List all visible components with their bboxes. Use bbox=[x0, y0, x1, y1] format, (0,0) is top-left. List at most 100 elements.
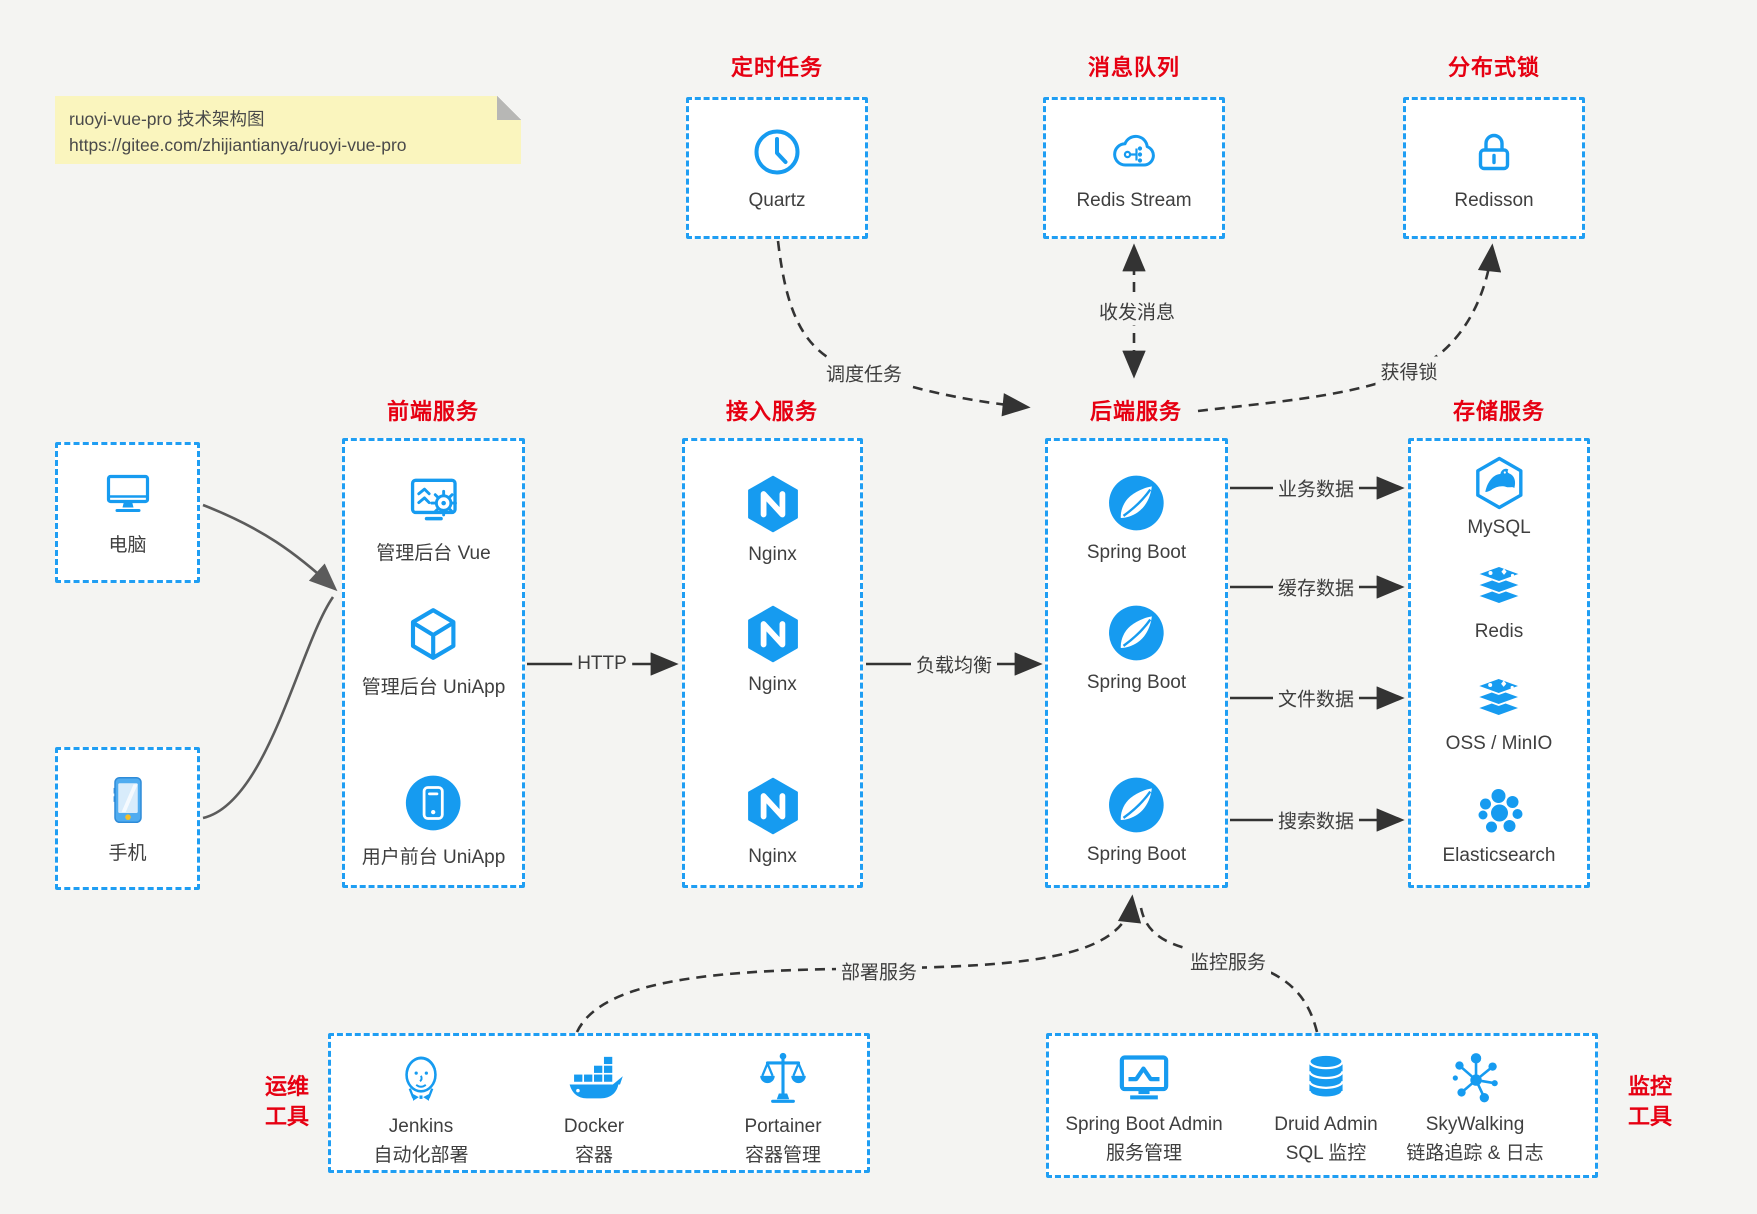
node-admin-vue-label: 管理后台 Vue bbox=[376, 543, 491, 564]
node-mysql-label: MySQL bbox=[1467, 517, 1531, 538]
edge-label-send-receive-message: 收发消息 bbox=[1093, 296, 1181, 326]
ops-tools-side-label: 运维工具 bbox=[264, 1074, 309, 1129]
node-spring-boot-2: Spring Boot bbox=[1087, 603, 1186, 694]
node-skywalking-name: SkyWalking bbox=[1425, 1114, 1525, 1135]
node-mysql: MySQL bbox=[1467, 455, 1531, 539]
node-nginx-2-label: Nginx bbox=[748, 674, 797, 695]
elasticsearch-icon bbox=[1478, 789, 1522, 833]
node-portainer: Portainer 容器管理 bbox=[688, 1048, 878, 1168]
frontend-services-box: 管理后台 Vue 管理后台 UniApp 用户前台 UniApp bbox=[342, 438, 525, 888]
portainer-icon bbox=[760, 1052, 806, 1103]
note-fold-corner bbox=[497, 96, 521, 120]
nginx-icon bbox=[742, 473, 804, 535]
node-jenkins: Jenkins 自动化部署 bbox=[326, 1048, 516, 1168]
redisson-box: Redisson bbox=[1403, 97, 1585, 239]
nginx-icon bbox=[742, 603, 804, 665]
node-docker-name: Docker bbox=[563, 1116, 625, 1137]
node-skywalking: SkyWalking 链路追踪 & 日志 bbox=[1380, 1048, 1570, 1166]
node-elasticsearch: Elasticsearch bbox=[1443, 783, 1556, 867]
node-redis: Redis bbox=[1471, 559, 1527, 643]
pc-client-label: 电脑 bbox=[108, 535, 147, 556]
node-druid-admin-name: Druid Admin bbox=[1274, 1114, 1378, 1135]
group-title-message-queue: 消息队列 bbox=[1087, 55, 1181, 80]
storage-services-box: MySQL Redis OSS / MinIO Elasticsearch bbox=[1408, 438, 1590, 888]
edge-label-load-balance: 负载均衡 bbox=[910, 649, 998, 679]
clock-icon bbox=[754, 129, 800, 175]
node-oss-minio: OSS / MinIO bbox=[1445, 671, 1553, 755]
node-spring-boot-admin-name: Spring Boot Admin bbox=[1065, 1114, 1223, 1135]
node-docker-desc: 容器 bbox=[574, 1145, 613, 1167]
node-spring-boot-admin-desc: 服务管理 bbox=[1105, 1143, 1182, 1165]
node-jenkins-name: Jenkins bbox=[388, 1116, 454, 1137]
access-services-box: Nginx Nginx Nginx bbox=[682, 438, 863, 888]
pc-client-box: 电脑 bbox=[55, 442, 200, 583]
node-spring-boot-admin: Spring Boot Admin 服务管理 bbox=[1049, 1048, 1239, 1166]
ops-tools-box: Jenkins 自动化部署 Docker 容器 bbox=[328, 1033, 870, 1173]
node-spring-boot-1: Spring Boot bbox=[1087, 473, 1186, 564]
node-admin-uniapp-label: 管理后台 UniApp bbox=[361, 677, 506, 698]
uniapp-cube-icon bbox=[411, 608, 456, 660]
node-nginx-1: Nginx bbox=[742, 473, 804, 566]
mobile-client-box: 手机 bbox=[55, 747, 200, 890]
node-nginx-2: Nginx bbox=[742, 603, 804, 696]
redisson-label: Redisson bbox=[1454, 190, 1534, 211]
edge-label-file-data: 文件数据 bbox=[1272, 683, 1360, 713]
sticky-note: ruoyi-vue-pro 技术架构图 https://gitee.com/zh… bbox=[55, 96, 521, 164]
jenkins-icon bbox=[405, 1056, 437, 1101]
cloud-stream-icon bbox=[1113, 134, 1155, 167]
column-title-frontend: 前端服务 bbox=[386, 399, 480, 424]
node-spring-boot-3-label: Spring Boot bbox=[1086, 844, 1187, 865]
quartz-box: Quartz bbox=[686, 97, 868, 239]
node-oss-minio-label: OSS / MinIO bbox=[1445, 733, 1553, 754]
uniapp-user-icon bbox=[406, 775, 461, 831]
spring-boot-icon bbox=[1106, 775, 1166, 835]
edge-acquire-lock bbox=[1197, 243, 1502, 413]
node-elasticsearch-label: Elasticsearch bbox=[1442, 845, 1556, 866]
node-spring-boot-1-label: Spring Boot bbox=[1086, 542, 1187, 563]
edge-label-business-data: 业务数据 bbox=[1272, 473, 1360, 503]
edge-pc-to-frontend bbox=[202, 503, 338, 592]
node-druid-admin: Druid Admin SQL 监控 bbox=[1231, 1048, 1421, 1166]
backend-services-box: Spring Boot Spring Boot Spring Boot bbox=[1045, 438, 1228, 888]
smartphone-icon bbox=[113, 776, 142, 824]
node-nginx-1-label: Nginx bbox=[748, 544, 797, 565]
node-nginx-3-label: Nginx bbox=[748, 846, 797, 867]
monitoring-tools-side-label: 监控工具 bbox=[1627, 1074, 1672, 1129]
redis-icon bbox=[1471, 559, 1527, 615]
druid-icon bbox=[1308, 1053, 1344, 1099]
column-title-backend: 后端服务 bbox=[1089, 399, 1183, 424]
spring-boot-icon bbox=[1106, 603, 1166, 663]
note-line-title: ruoyi-vue-pro 技术架构图 bbox=[69, 109, 265, 129]
edge-mobile-to-frontend bbox=[202, 596, 335, 820]
edge-label-deploy-service: 部署服务 bbox=[835, 956, 923, 986]
monitoring-tools-box: Spring Boot Admin 服务管理 Druid Admin SQL 监… bbox=[1046, 1033, 1598, 1178]
group-title-scheduled-jobs: 定时任务 bbox=[730, 55, 824, 80]
node-portainer-name: Portainer bbox=[744, 1116, 822, 1137]
docker-icon bbox=[569, 1056, 623, 1099]
column-title-storage: 存储服务 bbox=[1452, 399, 1546, 424]
node-user-uniapp-label: 用户前台 UniApp bbox=[361, 847, 506, 868]
node-admin-uniapp: 管理后台 UniApp bbox=[361, 605, 506, 699]
oss-minio-icon bbox=[1471, 671, 1527, 727]
edge-label-monitor-service: 监控服务 bbox=[1184, 946, 1272, 976]
edge-label-search-data: 搜索数据 bbox=[1272, 805, 1360, 835]
edge-label-acquire-lock: 获得锁 bbox=[1375, 356, 1443, 386]
quartz-label: Quartz bbox=[748, 190, 806, 211]
spring-boot-icon bbox=[1106, 473, 1166, 533]
skywalking-icon bbox=[1452, 1053, 1498, 1103]
node-portainer-desc: 容器管理 bbox=[744, 1145, 821, 1167]
node-skywalking-desc: 链路追踪 & 日志 bbox=[1406, 1143, 1544, 1165]
node-spring-boot-3: Spring Boot bbox=[1087, 775, 1186, 866]
node-druid-admin-desc: SQL 监控 bbox=[1285, 1143, 1367, 1165]
spring-boot-admin-icon bbox=[1119, 1055, 1169, 1100]
mysql-icon bbox=[1475, 456, 1523, 510]
column-title-access: 接入服务 bbox=[725, 399, 819, 424]
node-docker: Docker 容器 bbox=[499, 1048, 689, 1168]
node-spring-boot-2-label: Spring Boot bbox=[1086, 672, 1187, 693]
node-user-uniapp: 用户前台 UniApp bbox=[361, 773, 506, 869]
edge-label-http: HTTP bbox=[572, 652, 632, 676]
edge-label-cache-data: 缓存数据 bbox=[1272, 572, 1360, 602]
redis-stream-box: Redis Stream bbox=[1043, 97, 1225, 239]
edge-label-schedule-job: 调度任务 bbox=[820, 358, 908, 388]
